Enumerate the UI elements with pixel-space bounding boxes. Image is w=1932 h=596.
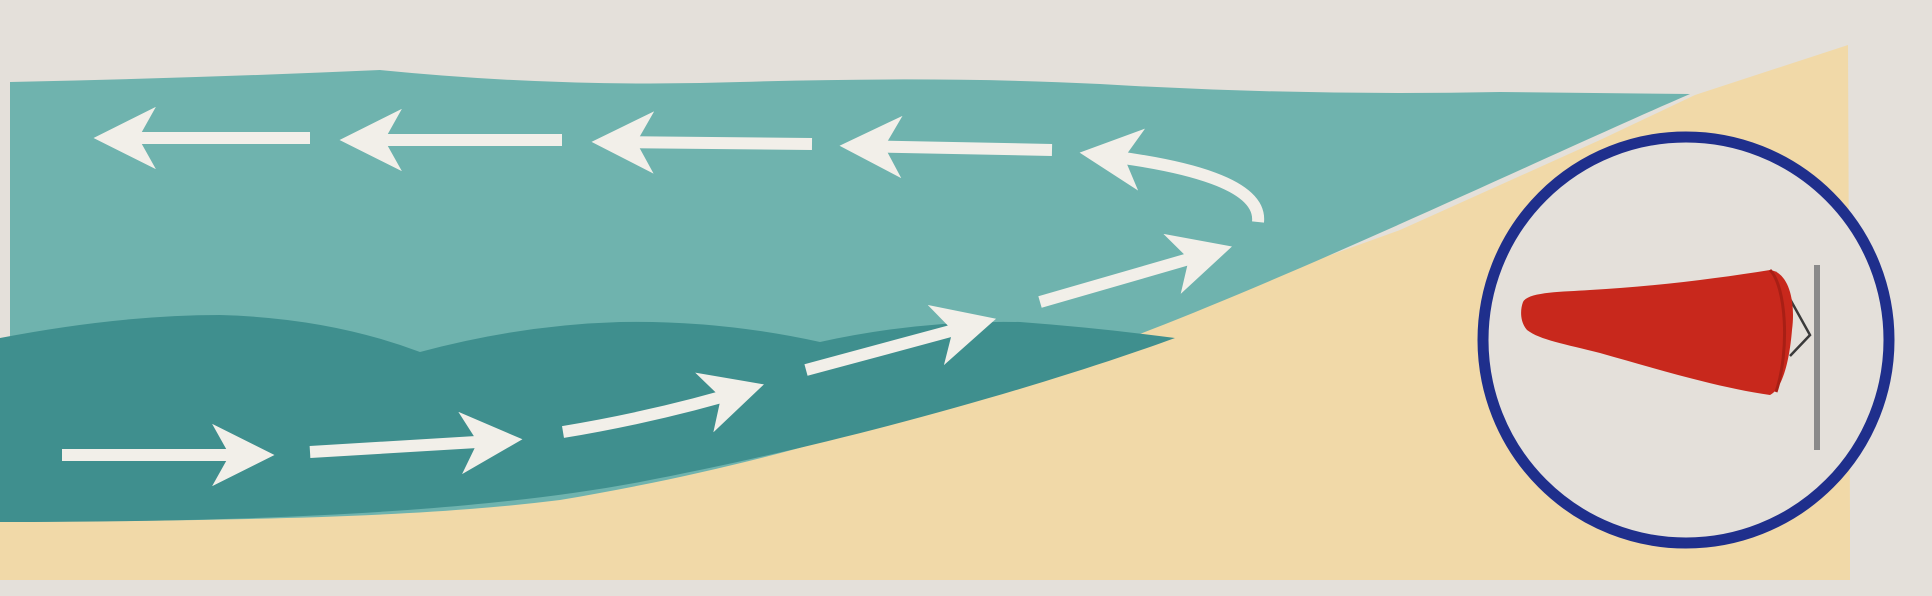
arrow-right-icon [1038, 233, 1232, 308]
windsock-icon [1521, 268, 1812, 395]
deep-water [0, 315, 1175, 522]
arrow-right-icon [804, 304, 997, 376]
windsock-pole [1814, 265, 1820, 450]
arrow-right-icon [309, 411, 523, 475]
arrow-curve-left-icon [1079, 128, 1265, 223]
offshore-current-arrows [93, 106, 1265, 223]
beach-base [0, 510, 1850, 580]
arrow-right-icon [562, 372, 764, 438]
arrow-left-icon [591, 111, 813, 174]
arrow-left-icon [839, 115, 1053, 179]
wind-direction-inset [1477, 131, 1895, 549]
beach-sand [0, 45, 1850, 520]
onshore-current-arrows [62, 233, 1232, 487]
